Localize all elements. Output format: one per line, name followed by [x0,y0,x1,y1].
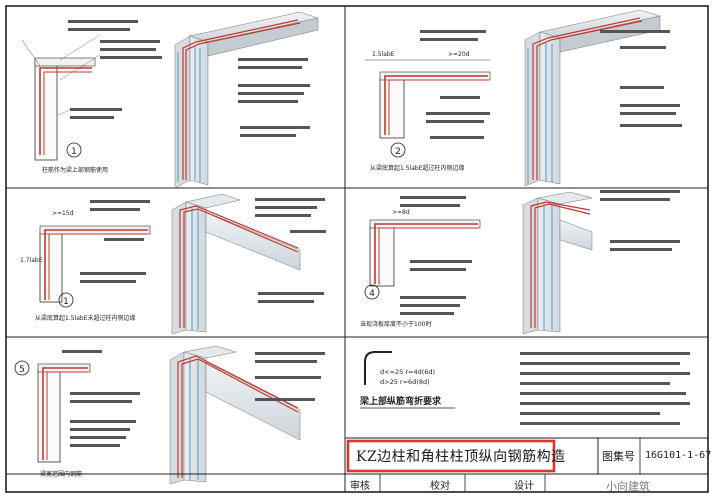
panel-2-caption: 从梁底算起1.5labE超过柱内侧边缘 [370,164,465,172]
bend-row-1: d<=25 r=4d(6d) [380,368,435,376]
check-label: 校对 [430,481,450,492]
panel-4-number: 4 [369,289,375,299]
panel-1-number: 1 [71,147,77,157]
panel-5-number-circle [14,360,30,376]
review-label: 审核 [350,481,370,492]
panel-4-dim: >=8d [392,209,410,216]
sheet-frame [5,5,709,493]
atlas-label: 图集号 [602,450,635,463]
panel-3-number-circle [58,292,74,308]
panel-3: >=15d 1.7labE 1 从梁底算起1.5labE未超过柱内侧边缘 [20,193,326,335]
notes-block [520,352,690,425]
panel-2-dim-1: 1.5labE [372,51,395,58]
panel-1: 1 柱筋作为梁上部钢筋使用 [21,11,319,189]
panel-5-number: 5 [19,365,25,375]
title-highlight-box [346,439,556,473]
panel-5: 5 梁宽范围内钢筋 [14,345,325,485]
bend-row-2: d>25 r=6d(8d) [380,378,430,386]
panel-2: 1.5labE >=20d 2 从梁底算起1.5labE超过柱内侧边缘 [365,9,682,187]
drawing-title: KZ边柱和角柱柱顶纵向钢筋构造 [356,449,566,465]
watermark: 小向建筑 [606,480,650,493]
panel-4: >=8d 4 当现浇板厚度不小于100时 [360,190,680,335]
panel-4-caption: 当现浇板厚度不小于100时 [360,320,431,328]
panel-2-dim-2: >=20d [448,51,470,58]
panel-3-dim-1: >=15d [52,210,74,217]
design-label: 设计 [514,481,534,492]
panel-2-number-circle [390,142,406,158]
panel-3-dim-2: 1.7labE [20,257,43,264]
atlas-number: 16G101-1-67 [645,450,712,461]
panel-1-number-circle [66,142,82,158]
title-block [6,437,708,492]
panel-2-number: 2 [395,147,401,157]
panel-3-caption: 从梁底算起1.5labE未超过柱内侧边缘 [35,314,136,322]
panel-4-number-circle [364,284,380,300]
panel-3-number: 1 [63,297,69,307]
bend-requirement: d<=25 r=4d(6d) d>25 r=6d(8d) 梁上部纵筋弯折要求 [359,351,455,409]
panel-1-caption: 柱筋作为梁上部钢筋使用 [42,166,108,174]
bend-table-title: 梁上部纵筋弯折要求 [359,395,442,407]
